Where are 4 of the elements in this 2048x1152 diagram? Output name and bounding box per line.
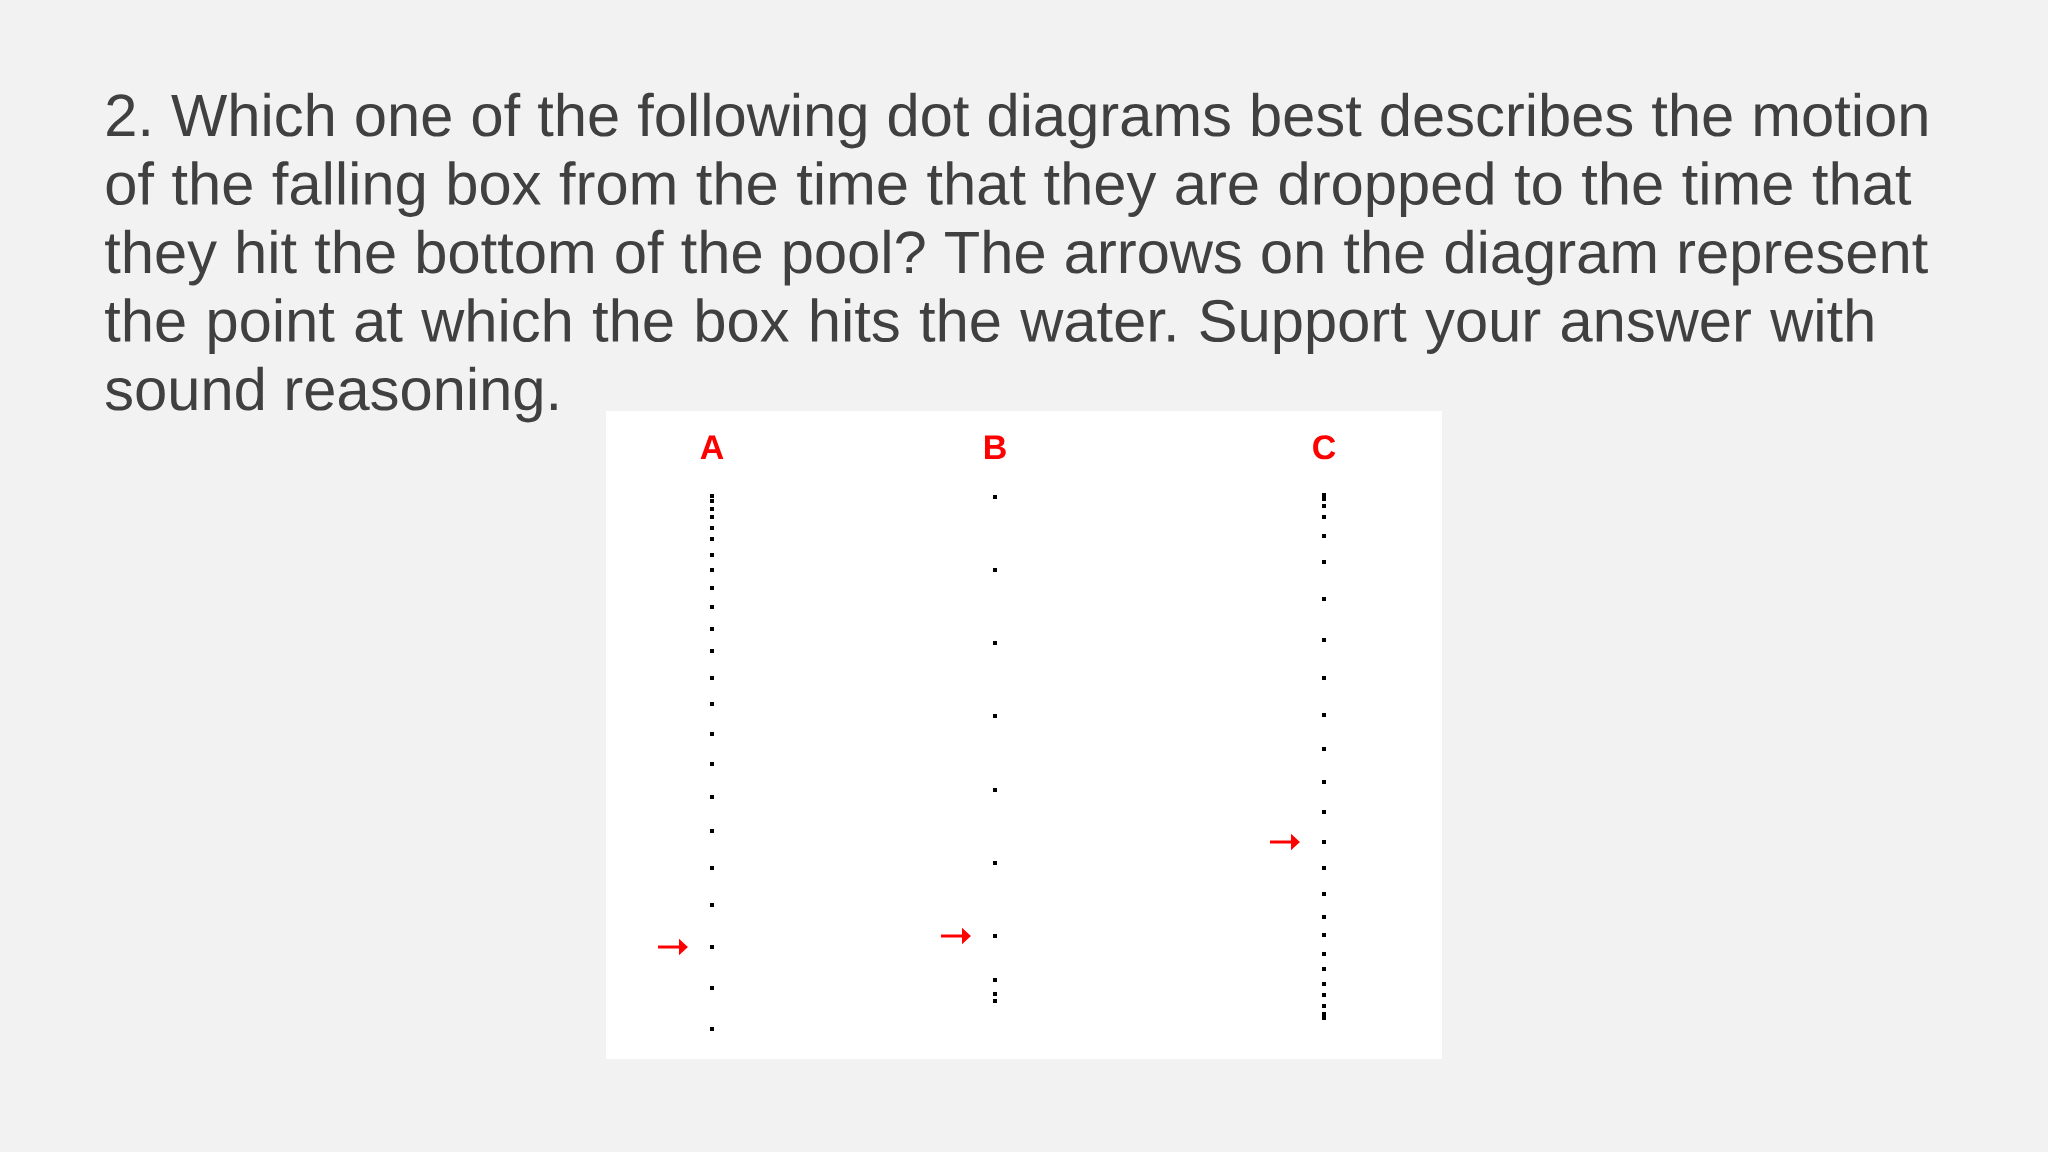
column-label: A [700, 435, 724, 459]
question-text: 2. Which one of the following dot diagrams best describes the motion of the falling box from the time that they are dropped to the time that they hit the bottom of the pool? The arrows on the diagram represent the point at which the box hits the water. Support your answer with sound reasoning. [105, 92, 1928, 423]
column-label: B [985, 435, 1006, 459]
column-label: C [1313, 435, 1336, 460]
